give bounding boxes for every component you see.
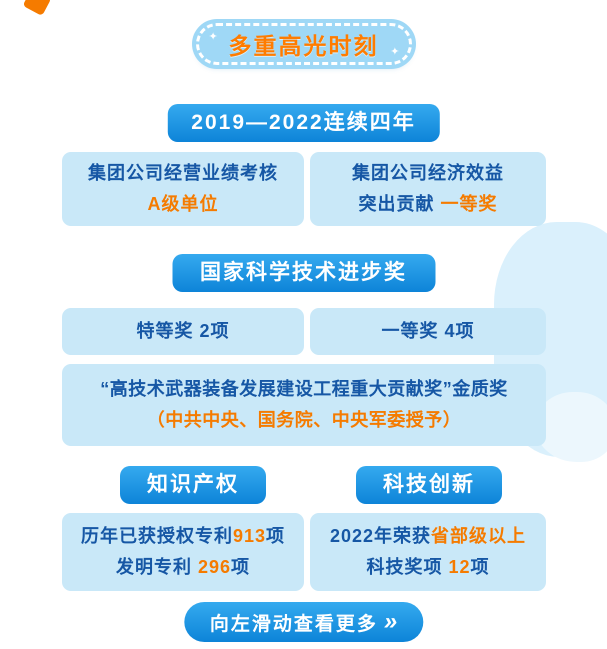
card-text: 项 — [470, 557, 490, 577]
card-text: 发明专利 — [115, 557, 198, 577]
section-header-years: 2019—2022连续四年 — [167, 104, 440, 142]
card-highlight: 12 — [448, 557, 471, 577]
card-highlight: 913 — [232, 525, 267, 546]
card-line: 发明专利 296项 — [116, 552, 250, 584]
swipe-more-label: 向左滑动查看更多 — [209, 613, 378, 635]
background-illustration-blob-small — [535, 392, 607, 462]
card-line: 2022年荣获省部级以上 — [330, 521, 526, 553]
sparkle-icon: ✦ — [390, 46, 400, 58]
card-line: 集团公司经济效益 — [352, 162, 504, 183]
card-science-awards-2022: 2022年荣获省部级以上 科技奖项 12项 — [310, 513, 546, 591]
card-line: 历年已获授权专利913项 — [81, 521, 285, 553]
card-line: 特等奖 2项 — [136, 320, 230, 341]
section-header-science-award: 国家科学技术进步奖 — [172, 254, 435, 292]
card-major-contribution-award: “高技术武器装备发展建设工程重大贡献奖”金质奖 （中共中央、国务院、中央军委授予… — [62, 364, 546, 446]
sparkle-icon: ✦ — [208, 31, 218, 43]
page-title: 多重高光时刻 — [228, 33, 379, 59]
card-highlight: 省部级以上 — [431, 525, 527, 546]
section-header-tech-innovation: 科技创新 — [356, 466, 502, 504]
card-line: 一等奖 4项 — [381, 320, 475, 341]
card-text: 突出贡献 — [358, 194, 441, 214]
double-arrow-icon: » — [383, 608, 398, 635]
card-highlight: （中共中央、国务院、中央军委授予） — [146, 410, 462, 430]
card-text: 2022年荣获 — [329, 525, 432, 546]
card-text: 项 — [266, 525, 286, 546]
card-line: 集团公司经营业绩考核 — [88, 162, 278, 183]
card-highlight: 一等奖 — [440, 194, 498, 214]
card-highlight: 296 — [197, 557, 232, 577]
card-text: 项 — [231, 557, 251, 577]
corner-ribbon-decoration — [22, 0, 52, 16]
card-line: 科技奖项 12项 — [366, 552, 489, 584]
card-business-performance: 集团公司经营业绩考核 A级单位 — [62, 152, 304, 226]
title-badge: ✦ 多重高光时刻 ✦ — [195, 23, 412, 65]
card-economic-benefit: 集团公司经济效益 突出贡献 一等奖 — [310, 152, 546, 226]
card-patents: 历年已获授权专利913项 发明专利 296项 — [62, 513, 304, 591]
swipe-more-button[interactable]: 向左滑动查看更多 » — [183, 602, 424, 642]
card-line: 突出贡献 一等奖 — [358, 189, 497, 221]
section-header-intellectual-property: 知识产权 — [120, 466, 266, 504]
card-text: 历年已获授权专利 — [80, 525, 233, 546]
card-first-prize: 一等奖 4项 — [310, 308, 546, 355]
card-highlight: A级单位 — [147, 194, 219, 214]
card-text: 科技奖项 — [366, 557, 449, 577]
card-special-prize: 特等奖 2项 — [62, 308, 304, 355]
card-line: “高技术武器装备发展建设工程重大贡献奖”金质奖 — [100, 378, 508, 399]
